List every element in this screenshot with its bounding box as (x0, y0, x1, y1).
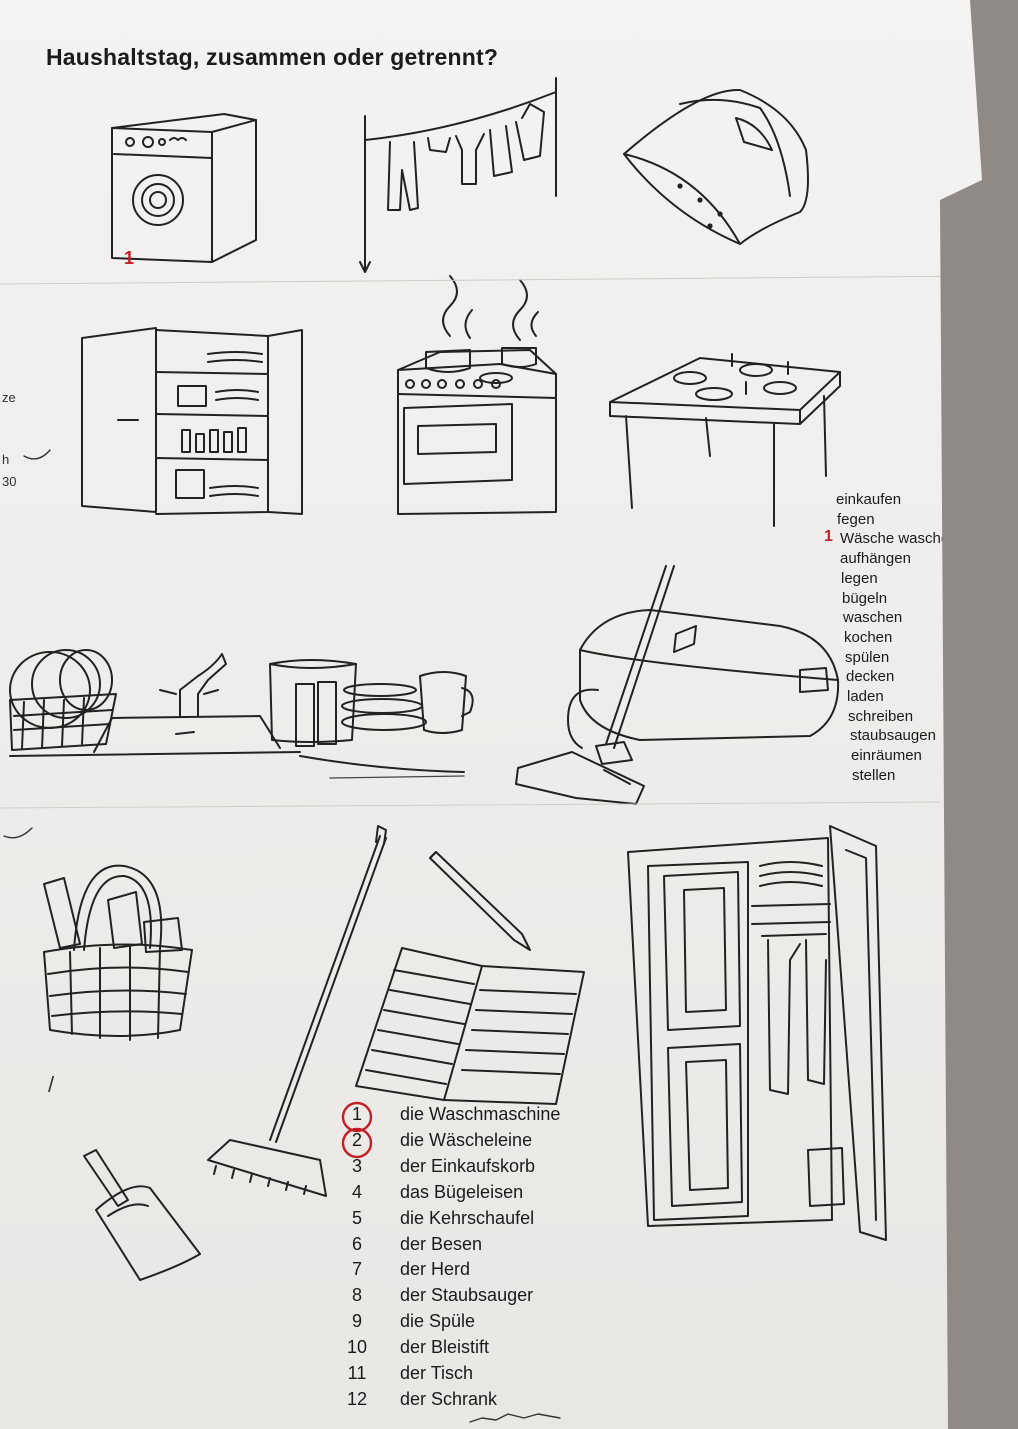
item-word: die Spüle (400, 1311, 476, 1332)
item-number: 1 (351, 1104, 362, 1124)
list-item: 3 der Einkaufskorb (340, 1154, 560, 1180)
verb-item: schreiben (848, 707, 914, 725)
item-number: 6 (351, 1233, 362, 1254)
handwritten-mark: / (48, 1072, 55, 1097)
table-illustration (610, 354, 840, 526)
item-word: der Staubsauger (400, 1285, 534, 1306)
item-number: 4 (351, 1181, 362, 1202)
notebook-illustration (356, 948, 584, 1104)
shopping-basket-illustration (44, 866, 192, 1040)
item-number: 2 (351, 1129, 362, 1150)
handwritten-number: 1 (824, 528, 833, 545)
verb-item: einräumen (851, 747, 922, 765)
margin-fragment: ze (2, 390, 16, 405)
item-word: die Kehrschaufel (400, 1207, 535, 1228)
noun-list: 1 die Waschmaschine 2 die Wäscheleine 3 der… (340, 1102, 560, 1413)
cupboard-illustration (82, 328, 302, 514)
clothesline-illustration (360, 78, 556, 272)
item-number: 5 (351, 1207, 362, 1228)
verb-item: legen (841, 569, 878, 587)
iron-illustration (624, 90, 808, 244)
broom-illustration (208, 826, 386, 1196)
margin-fragment: h (2, 452, 10, 467)
item-word: der Bleistift (400, 1337, 490, 1358)
handwritten-number: 1 (124, 248, 135, 268)
verb-item: fegen (837, 510, 875, 528)
item-number: 8 (351, 1285, 362, 1306)
item-word: der Besen (400, 1233, 483, 1254)
item-word: die Wäscheleine (400, 1129, 533, 1150)
item-number: 10 (346, 1337, 368, 1358)
verb-item: laden (847, 688, 884, 706)
item-number: 12 (346, 1388, 368, 1409)
item-number: 3 (351, 1155, 362, 1176)
vacuum-cleaner-illustration (516, 566, 838, 804)
list-item: 10 der Bleistift (340, 1335, 560, 1361)
list-item: 9 die Spüle (340, 1309, 560, 1335)
sink-illustration (10, 650, 473, 772)
item-number: 11 (347, 1363, 367, 1384)
item-word: der Einkaufskorb (400, 1155, 536, 1176)
list-item: 1 die Waschmaschine (340, 1102, 560, 1128)
list-item: 5 die Kehrschaufel (340, 1206, 560, 1232)
verb-item: decken (846, 668, 895, 686)
list-item: 7 der Herd (340, 1257, 560, 1283)
verb-item: stellen (852, 766, 896, 784)
wardrobe-illustration (628, 826, 886, 1240)
verb-list: einkaufen fegen Wäsche waschen aufhängen… (830, 490, 980, 786)
item-word: der Schrank (400, 1388, 498, 1409)
list-item: 8 der Staubsauger (340, 1283, 560, 1309)
verb-item: spülen (845, 648, 890, 666)
verb-item: staubsaugen (850, 727, 936, 745)
verb-item: aufhängen (840, 550, 911, 568)
item-number: 9 (351, 1311, 362, 1332)
list-item: 11 der Tisch (340, 1361, 560, 1387)
item-number: 7 (351, 1259, 362, 1280)
list-item: 6 der Besen (340, 1232, 560, 1258)
washing-machine-illustration (112, 114, 256, 262)
verb-item: Wäsche waschen (840, 530, 958, 548)
item-word: der Tisch (400, 1363, 474, 1384)
verb-item: waschen (843, 609, 903, 627)
verb-item: bügeln (842, 589, 888, 607)
verb-item: einkaufen (836, 491, 902, 508)
verb-item: kochen (844, 628, 893, 646)
item-word: der Herd (400, 1259, 471, 1280)
dustpan-illustration (84, 1150, 200, 1280)
item-word: die Waschmaschine (400, 1104, 561, 1124)
pencil-illustration (430, 852, 530, 950)
stove-illustration (398, 276, 556, 514)
list-item: 4 das Bügeleisen (340, 1180, 560, 1206)
page-title: Haushaltstag, zusammen oder getrennt? (46, 44, 499, 70)
list-item: 2 die Wäscheleine (340, 1128, 560, 1154)
item-word: das Bügeleisen (400, 1181, 524, 1202)
margin-fragment: 30 (2, 474, 17, 489)
list-item: 12 der Schrank (340, 1387, 560, 1413)
